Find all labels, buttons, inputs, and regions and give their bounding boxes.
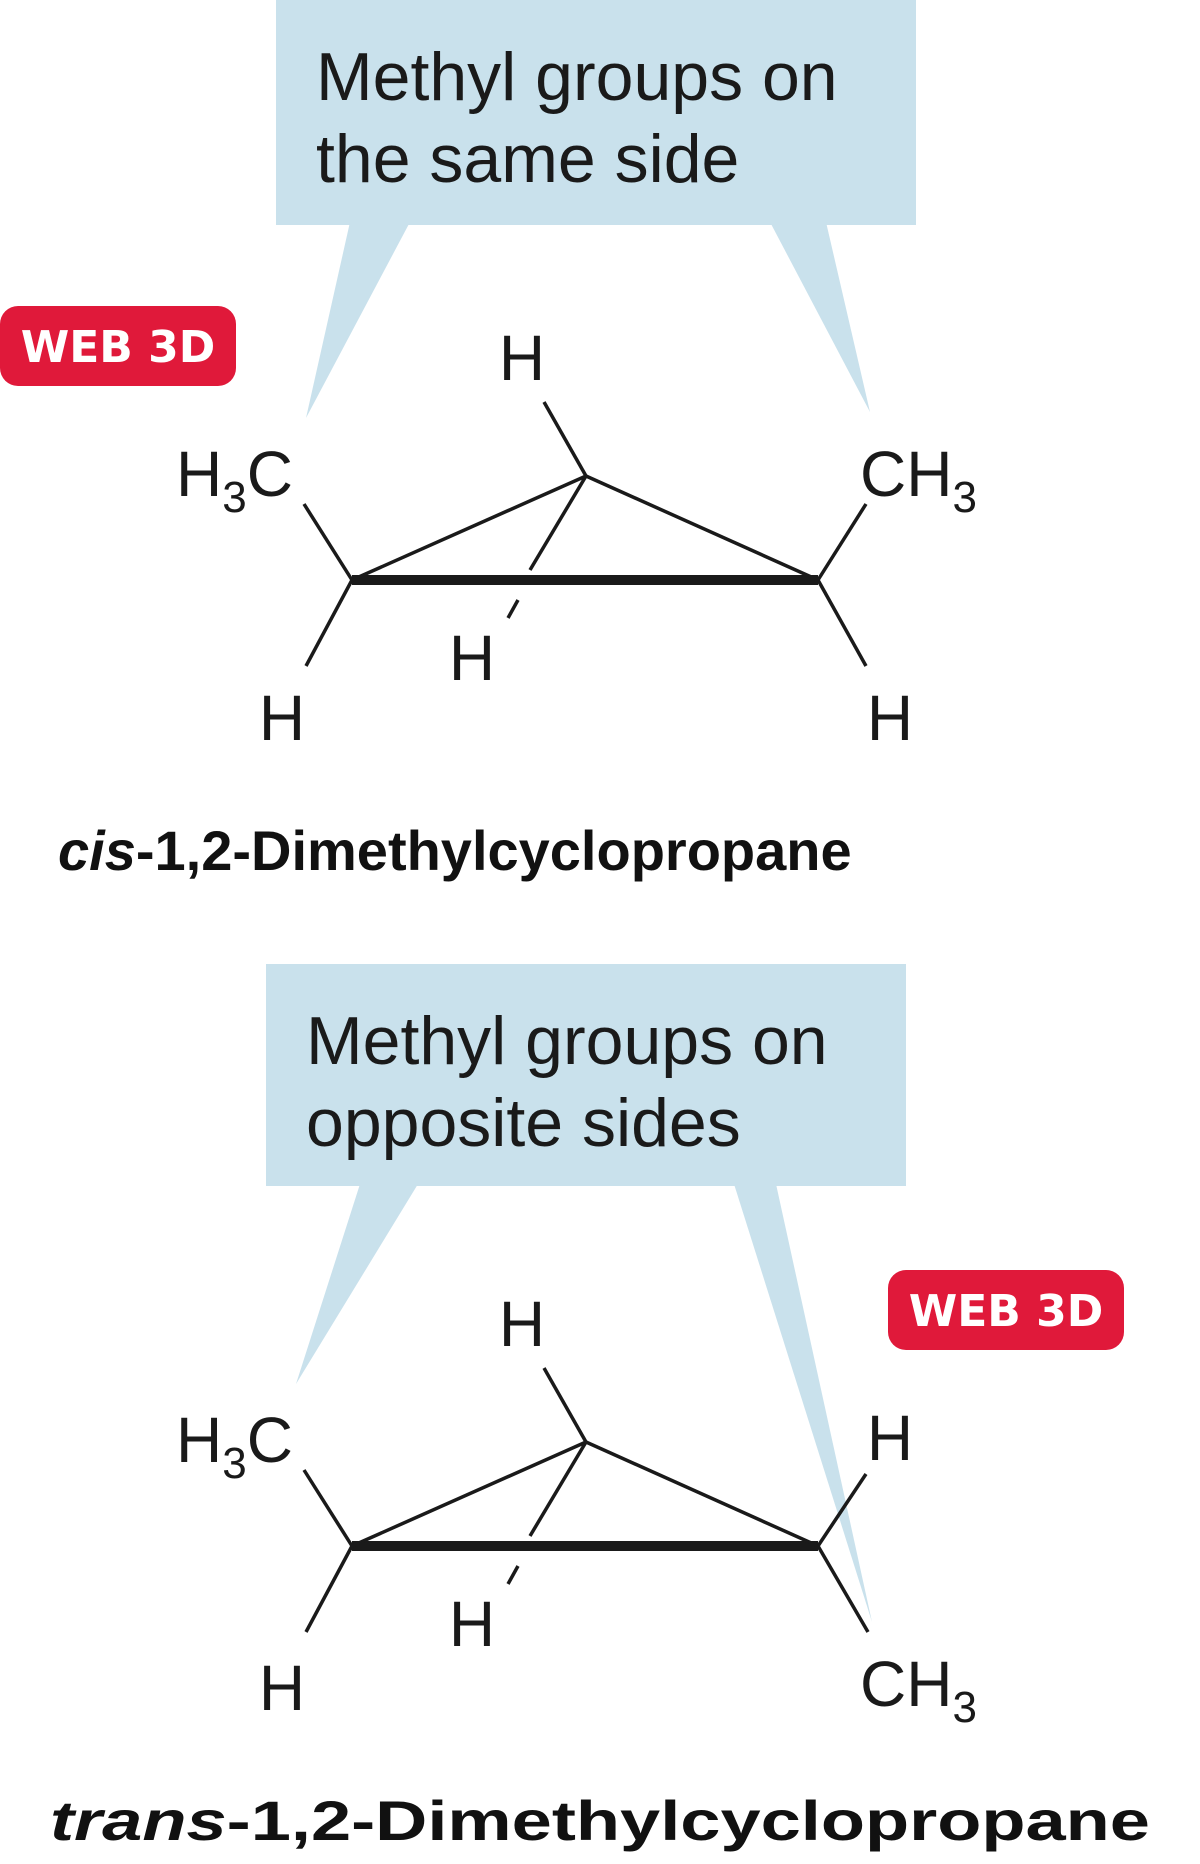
trans-right-top-h: H [867,1402,913,1474]
cis-left-bottom-h: H [259,682,305,754]
cis-left-methyl: H3C [176,438,293,522]
cis-bonds [302,401,868,667]
trans-apex-h: H [499,1288,545,1360]
cis-caption-prefix: cis [58,819,136,882]
cis-bond-apex-back-h-upper [528,475,588,571]
trans-callout-box [266,964,906,1186]
cis-right-bottom-h: H [867,682,913,754]
cis-callout-box [276,0,916,225]
cis-left-methyl-sub: 3 [222,473,246,522]
cis-bond-c2-methyl [816,503,868,581]
cis-back-h: H [449,622,495,694]
trans-left-methyl: H3C [176,1404,293,1488]
cis-callout: Methyl groups on the same side [276,0,916,418]
cis-bond-c1-methyl [302,503,354,581]
trans-bonds [302,1367,870,1633]
cis-left-methyl-h: H [176,438,222,510]
trans-bond-c2-h [816,1473,868,1547]
cis-web3d-badge-label: WEB 3D [21,322,216,373]
trans-caption-rest: -1,2-Dimethylcyclopropane [227,1789,1150,1852]
trans-bond-c2-methyl [816,1545,870,1633]
trans-web3d-badge-label: WEB 3D [909,1286,1104,1337]
trans-callout-right-pointer [734,1184,872,1622]
trans-right-methyl-ch: CH [860,1648,952,1720]
trans-caption-prefix: trans [50,1789,227,1852]
cis-callout-line1: Methyl groups on [316,39,838,115]
cis-right-methyl-sub: 3 [952,473,976,522]
cis-bond-c2-apex [585,474,819,582]
cis-section: Methyl groups on the same side WEB 3D H … [0,0,977,882]
trans-callout: Methyl groups on opposite sides [266,964,906,1622]
trans-bond-c2-apex [585,1440,819,1548]
trans-left-methyl-sub: 3 [222,1439,246,1488]
trans-web3d-badge[interactable]: WEB 3D [888,1270,1124,1350]
trans-callout-line1: Methyl groups on [306,1003,828,1079]
cis-caption-rest: -1,2-Dimethylcyclopropane [136,819,852,882]
trans-left-bottom-h: H [259,1652,305,1724]
trans-right-methyl-sub: 3 [952,1683,976,1732]
trans-bond-apex-h [542,1367,588,1443]
trans-bond-apex-back-h-lower [506,1565,520,1585]
trans-right-methyl: CH3 [860,1648,977,1732]
cis-callout-right-pointer [770,222,870,412]
cis-bond-c1-apex [351,474,587,582]
trans-back-h: H [449,1588,495,1660]
trans-left-methyl-h: H [176,1404,222,1476]
trans-bond-c1-h [304,1545,354,1633]
cis-web3d-badge[interactable]: WEB 3D [0,306,236,386]
trans-left-methyl-c: C [247,1404,293,1476]
trans-web3d-badge-bg[interactable] [888,1270,1124,1350]
trans-caption: trans-1,2-Dimethylcyclopropane [50,1789,1150,1852]
cis-bond-apex-h [542,401,588,477]
trans-bond-apex-back-h-upper [528,1441,588,1537]
trans-section: Methyl groups on opposite sides WEB 3D H… [50,964,1150,1852]
trans-callout-line2: opposite sides [306,1085,741,1161]
cis-bond-apex-back-h-lower [506,599,520,619]
cis-callout-line2: the same side [316,121,739,197]
trans-bond-c1-methyl [302,1469,354,1547]
cis-right-methyl-ch: CH [860,438,952,510]
cis-apex-h: H [499,322,545,394]
cis-web3d-badge-bg[interactable] [0,306,236,386]
cis-bond-c2-h [816,579,868,667]
trans-callout-left-pointer [296,1184,418,1384]
cis-callout-left-pointer [306,222,410,418]
cis-caption: cis-1,2-Dimethylcyclopropane [58,819,852,882]
cis-left-methyl-c: C [247,438,293,510]
trans-bond-c1-apex [351,1440,587,1548]
cis-right-methyl: CH3 [860,438,977,522]
cis-bond-c1-h [304,579,354,667]
